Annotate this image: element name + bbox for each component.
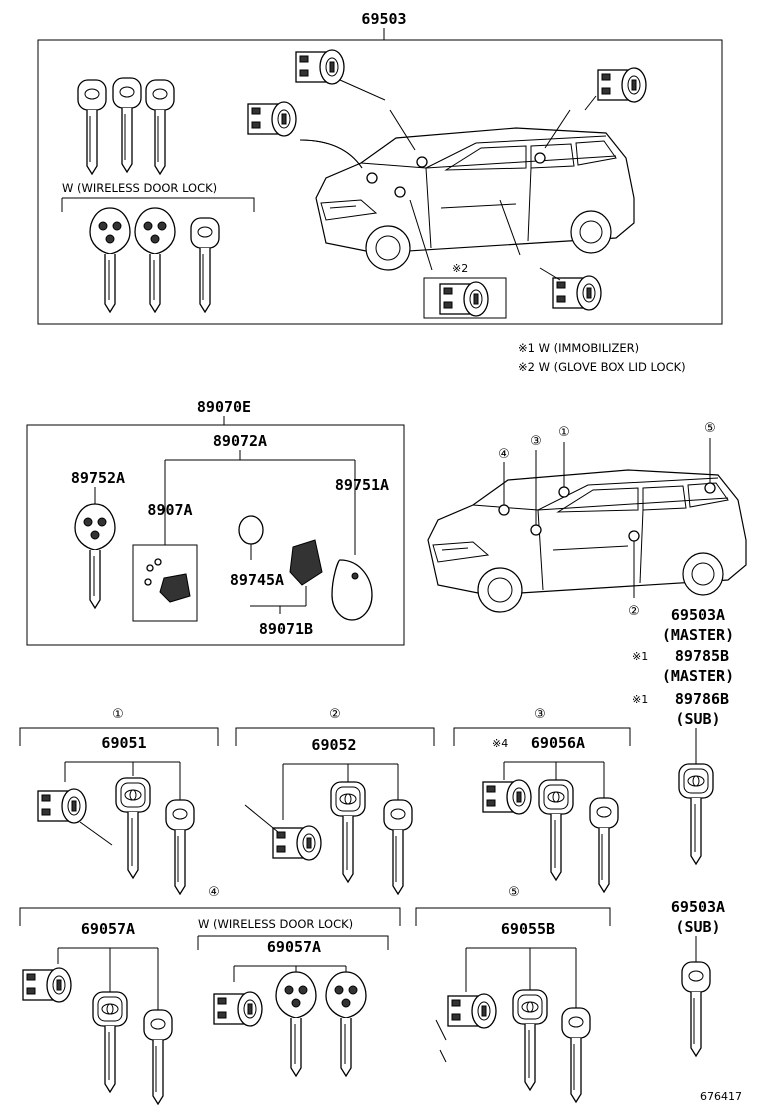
glove-box <box>423 277 507 319</box>
right-master-key <box>678 763 714 865</box>
battery-shape <box>238 515 264 545</box>
car2-callouts: ④ ③ ① ⑤ ② <box>498 421 716 619</box>
key-left-pn: 89752A <box>71 469 125 487</box>
set3-mark: ※4 <box>492 737 508 750</box>
top-arrows <box>299 109 571 271</box>
set3-sub-key <box>589 797 619 893</box>
set5-cylinder <box>447 993 497 1029</box>
top-box <box>37 39 723 325</box>
car2-callout-1: ① <box>558 425 570 440</box>
set3-pn: 69056A <box>531 734 585 752</box>
top-keys-plain <box>77 77 175 175</box>
right-mark-2: ※1 <box>632 693 648 706</box>
car2-callout-5: ⑤ <box>704 421 716 436</box>
transmitter-assy-pn: 89070E <box>197 398 251 416</box>
right-pn-2: 89785B <box>675 647 729 665</box>
set2-sub-key <box>383 799 413 895</box>
set4-pn-2: 69057A <box>267 938 321 956</box>
set2-num: ② <box>329 707 341 722</box>
set3-cylinder <box>482 779 532 815</box>
note-1: ※1 W (IMMOBILIZER) <box>518 341 639 355</box>
set5-num: ⑤ <box>508 885 520 900</box>
set4-remote-key-2 <box>325 971 367 1077</box>
battery-pn: 89745A <box>230 571 284 589</box>
right-mark-1: ※1 <box>632 650 648 663</box>
key-right-pn: 89751A <box>335 476 389 494</box>
set5-sub-key <box>561 1007 591 1103</box>
set1-sub-key <box>165 799 195 895</box>
note-2: ※2 W (GLOVE BOX LID LOCK) <box>518 360 686 374</box>
set1-pn: 69051 <box>101 734 146 752</box>
top-wireless-label: W (WIRELESS DOOR LOCK) <box>62 181 217 195</box>
key-left <box>74 503 116 609</box>
car-2 <box>427 469 747 613</box>
set2-cylinder <box>272 825 322 861</box>
set4-master-key <box>92 991 128 1093</box>
set5-pn: 69055B <box>501 920 555 938</box>
set5-master-key <box>512 989 548 1091</box>
set2-pn: 69052 <box>311 736 356 754</box>
set2-master-key <box>330 781 366 883</box>
car2-callout-3: ③ <box>530 434 542 449</box>
set4-pn: 69057A <box>81 920 135 938</box>
car2-callout-4: ④ <box>498 447 510 462</box>
top-car <box>315 127 635 271</box>
set1-num: ① <box>112 707 124 722</box>
footer-code: 676417 <box>700 1090 742 1103</box>
top-part-number: 69503 <box>361 10 406 28</box>
set1-cylinder <box>37 788 87 824</box>
case-shape <box>289 539 323 586</box>
set1-master-key <box>115 777 151 879</box>
set4-wireless-label: W (WIRELESS DOOR LOCK) <box>198 917 353 931</box>
glove-mark: ※2 <box>452 262 468 275</box>
right-pn-3: 89786B <box>675 690 729 708</box>
set3-master-key <box>538 779 574 881</box>
transmitter-box <box>26 424 405 646</box>
board-box <box>132 544 198 622</box>
set3-num: ③ <box>534 707 546 722</box>
right-pn-4: 69503A <box>671 898 725 916</box>
set4-cylinder <box>22 967 72 1003</box>
board-pn: 8907A <box>147 501 192 519</box>
set4-num: ④ <box>208 885 220 900</box>
circuit-board <box>144 558 191 603</box>
right-pn-1: 69503A <box>671 606 725 624</box>
set4-remote-key-1 <box>275 971 317 1077</box>
set4-sub-key <box>143 1009 173 1105</box>
top-lock-parts <box>247 49 647 311</box>
case-pn: 89071B <box>259 620 313 638</box>
right-sub-1: (SUB) <box>675 710 720 728</box>
right-master-1: (MASTER) <box>662 626 734 644</box>
top-keys-wireless <box>89 207 220 313</box>
key-right-case <box>331 559 373 621</box>
right-master-2: (MASTER) <box>662 667 734 685</box>
set4-wireless-cylinder <box>213 991 263 1027</box>
transmitter-sub-pn: 89072A <box>213 432 267 450</box>
right-sub-key <box>681 961 711 1057</box>
car2-callout-2: ② <box>628 604 640 619</box>
right-sub-2: (SUB) <box>675 918 720 936</box>
